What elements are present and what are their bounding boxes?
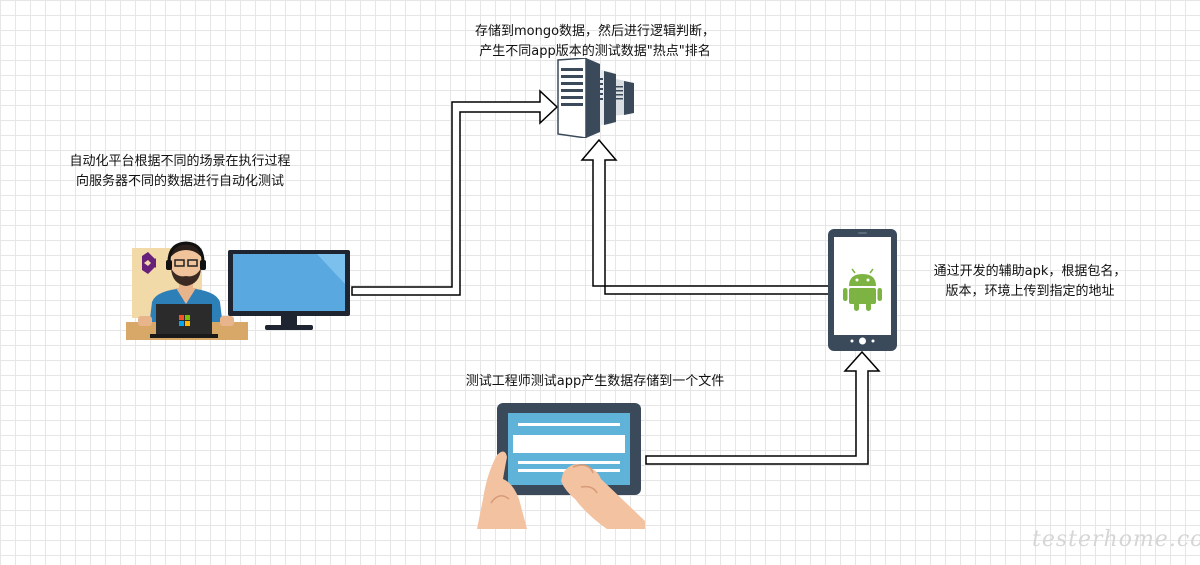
automation-description-line2: 向服务器不同的数据进行自动化测试 — [75, 174, 284, 189]
automation-description-line1: 自动化平台根据不同的场景在执行过程 — [69, 154, 291, 169]
tablet-hands-icon — [477, 403, 645, 529]
watermark: testerhome.com — [1032, 527, 1200, 552]
phone-description: 通过开发的辅助apk，根据包名， 版本，环境上传到指定的地址 — [900, 262, 1160, 302]
developer-at-laptop-icon — [126, 241, 248, 340]
visual-studio-logo-icon — [142, 252, 156, 274]
phone-description-line2: 版本，环境上传到指定的地址 — [945, 284, 1115, 299]
tablet-description: 测试工程师测试app产生数据存储到一个文件 — [430, 372, 760, 392]
android-phone-icon — [828, 229, 897, 351]
server-description: 存储到mongo数据，然后进行逻辑判断， 产生不同app版本的测试数据"热点"排… — [440, 22, 750, 62]
arrow-monitor-to-server — [351, 89, 559, 296]
arrow-phone-to-server — [580, 138, 831, 295]
server-rack-icon — [557, 58, 634, 138]
phone-description-line1: 通过开发的辅助apk，根据包名， — [933, 264, 1127, 279]
server-description-line2: 产生不同app版本的测试数据"热点"排名 — [479, 44, 711, 59]
android-logo-icon — [843, 268, 882, 311]
server-description-line1: 存储到mongo数据，然后进行逻辑判断， — [474, 24, 716, 39]
monitor-icon — [228, 250, 350, 330]
windows-logo-icon — [179, 315, 190, 326]
tablet-description-line1: 测试工程师测试app产生数据存储到一个文件 — [465, 374, 725, 389]
automation-description: 自动化平台根据不同的场景在执行过程 向服务器不同的数据进行自动化测试 — [40, 152, 320, 192]
arrow-tablet-to-phone — [645, 350, 881, 465]
